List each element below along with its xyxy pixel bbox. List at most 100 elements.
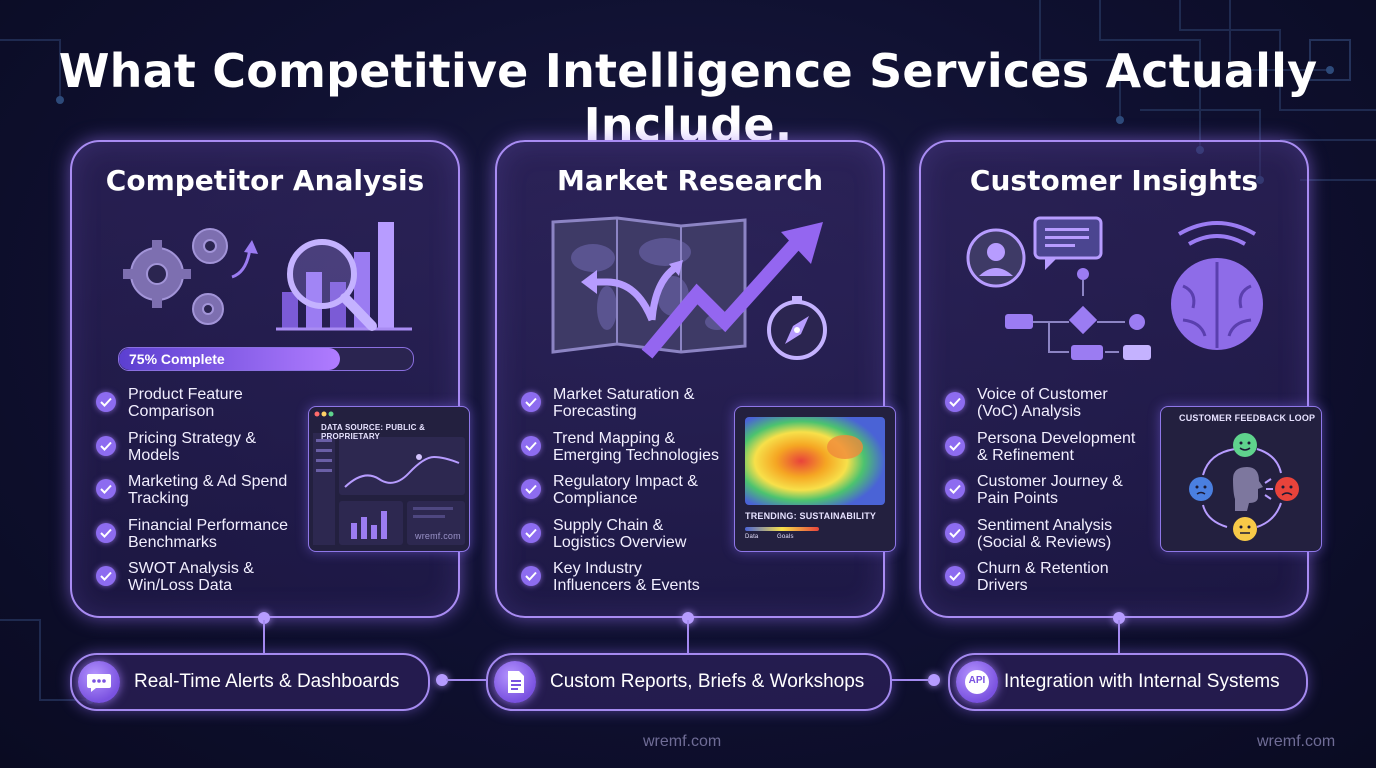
map-trend-illustration <box>551 216 827 360</box>
feature-pill-reports: Custom Reports, Briefs & Workshops <box>486 653 892 711</box>
page-title: What Competitive Intelligence Services A… <box>58 44 1318 152</box>
list-item: Customer Journey & Pain Points <box>945 473 1145 517</box>
check-icon <box>521 392 541 412</box>
head-profile-icon <box>1233 467 1263 511</box>
list-item: Trend Mapping & Emerging Technologies <box>521 430 721 474</box>
compass-icon <box>767 296 827 360</box>
brain-icon <box>1171 221 1263 350</box>
list-item-label: Persona Development & Refinement <box>977 429 1136 464</box>
connector-line <box>890 679 930 681</box>
dashboard-window-icon <box>313 411 465 545</box>
panel-title: Customer Insights <box>969 164 1259 197</box>
legend-right: Goals <box>777 534 794 540</box>
list-item: SWOT Analysis & Win/Loss Data <box>96 560 296 604</box>
bar-chart-icon <box>276 222 412 331</box>
list-item: Financial Performance Benchmarks <box>96 517 296 561</box>
list-item-label: Market Saturation & Forecasting <box>553 386 695 420</box>
dashboard-widget: DATA SOURCE: PUBLIC & PROPRIETARY wremf.… <box>308 406 470 552</box>
list-item-label: Financial Performance Benchmarks <box>128 516 289 551</box>
api-icon-label: API <box>968 675 986 686</box>
watermark: wremf.com <box>1257 733 1336 750</box>
feature-list: Market Saturation & Forecasting Trend Ma… <box>521 386 721 604</box>
persona-brain-illustration <box>966 216 1263 360</box>
connector-line <box>687 620 689 654</box>
list-item-label: Regulatory Impact & Compliance <box>553 473 698 507</box>
pill-label: Custom Reports, Briefs & Workshops <box>550 671 865 692</box>
connector-dot <box>928 674 940 686</box>
heatmap-widget: TRENDING: SUSTAINABILITY Data Goals <box>734 406 896 552</box>
connector-dot <box>436 674 448 686</box>
connector-line <box>446 679 486 681</box>
panel-title: Market Research <box>557 164 823 197</box>
list-item-label: Product Feature Comparison <box>128 386 243 420</box>
feedback-loop-widget: CUSTOMER FEEDBACK LOOP <box>1160 406 1322 552</box>
gears-chart-illustration <box>123 222 412 331</box>
connector-line <box>1118 620 1120 654</box>
list-item-label: Marketing & Ad Spend Tracking <box>128 473 288 507</box>
check-icon <box>96 566 116 586</box>
widget-footer: wremf.com <box>415 531 461 541</box>
check-icon <box>945 566 965 586</box>
flowchart-icon <box>1031 280 1125 353</box>
panel-title: Competitor Analysis <box>105 164 425 197</box>
list-item: Sentiment Analysis (Social & Reviews) <box>945 517 1145 561</box>
list-item-label: Customer Journey & Pain Points <box>977 473 1123 507</box>
feedback-loop-icon <box>1189 433 1299 541</box>
check-icon <box>521 479 541 499</box>
connector-dot <box>682 612 694 624</box>
list-item: Churn & Retention Drivers <box>945 560 1145 604</box>
world-map-icon <box>551 216 747 354</box>
document-icon <box>494 661 536 703</box>
chat-bubble-icon <box>1033 216 1103 270</box>
progress-fill <box>119 348 340 370</box>
list-item: Marketing & Ad Spend Tracking <box>96 473 296 517</box>
trend-arrow-icon <box>641 237 803 359</box>
list-item: Voice of Customer (VoC) Analysis <box>945 386 1145 430</box>
connector-dot <box>258 612 270 624</box>
check-icon <box>945 435 965 456</box>
list-item: Regulatory Impact & Compliance <box>521 473 721 517</box>
list-item-label: Pricing Strategy & Models <box>128 429 257 464</box>
market-research-panel: Market Research Market Saturation & Fore… <box>495 140 885 618</box>
list-item-label: Trend Mapping & Emerging Technologies <box>553 429 720 464</box>
connector-dot <box>1113 612 1125 624</box>
api-icon: API <box>956 661 998 703</box>
feature-pill-integration: API Integration with Internal Systems <box>948 653 1308 711</box>
list-item-label: Voice of Customer (VoC) Analysis <box>977 386 1108 420</box>
widget-caption: TRENDING: SUSTAINABILITY <box>745 511 877 521</box>
check-icon <box>521 435 541 456</box>
list-item-label: Churn & Retention Drivers <box>977 560 1109 594</box>
list-item: Key Industry Influencers & Events <box>521 560 721 604</box>
list-item: Persona Development & Refinement <box>945 430 1145 474</box>
list-item-label: Sentiment Analysis (Social & Reviews) <box>977 516 1113 551</box>
gear-icon <box>130 228 228 325</box>
feature-list: Product Feature Comparison Pricing Strat… <box>96 386 296 604</box>
feature-pill-alerts: Real-Time Alerts & Dashboards <box>70 653 430 711</box>
check-icon <box>945 479 965 499</box>
list-item: Market Saturation & Forecasting <box>521 386 721 430</box>
check-icon <box>96 522 116 543</box>
progress-bar: 75% Complete <box>118 347 414 371</box>
feature-list: Voice of Customer (VoC) Analysis Persona… <box>945 386 1145 604</box>
pill-label: Real-Time Alerts & Dashboards <box>134 671 400 692</box>
user-avatar-icon <box>966 228 1026 288</box>
list-item-label: Key Industry Influencers & Events <box>553 560 700 594</box>
check-icon <box>945 522 965 543</box>
list-item-label: SWOT Analysis & Win/Loss Data <box>128 560 254 594</box>
list-item: Product Feature Comparison <box>96 386 296 430</box>
legend-left: Data <box>745 534 759 540</box>
check-icon <box>96 392 116 412</box>
list-item: Pricing Strategy & Models <box>96 430 296 474</box>
list-item-label: Supply Chain & Logistics Overview <box>553 516 687 551</box>
watermark: wremf.com <box>643 733 722 750</box>
magnifier-icon <box>287 239 377 331</box>
progress-label: 75% Complete <box>129 351 225 367</box>
check-icon <box>96 435 116 456</box>
list-item: Supply Chain & Logistics Overview <box>521 517 721 561</box>
widget-caption: DATA SOURCE: PUBLIC & PROPRIETARY <box>321 423 426 441</box>
check-icon <box>945 392 965 412</box>
heatmap-icon <box>745 417 885 531</box>
connector-line <box>263 620 265 654</box>
widget-caption: CUSTOMER FEEDBACK LOOP <box>1179 413 1316 423</box>
chat-bubble-icon <box>78 661 120 703</box>
